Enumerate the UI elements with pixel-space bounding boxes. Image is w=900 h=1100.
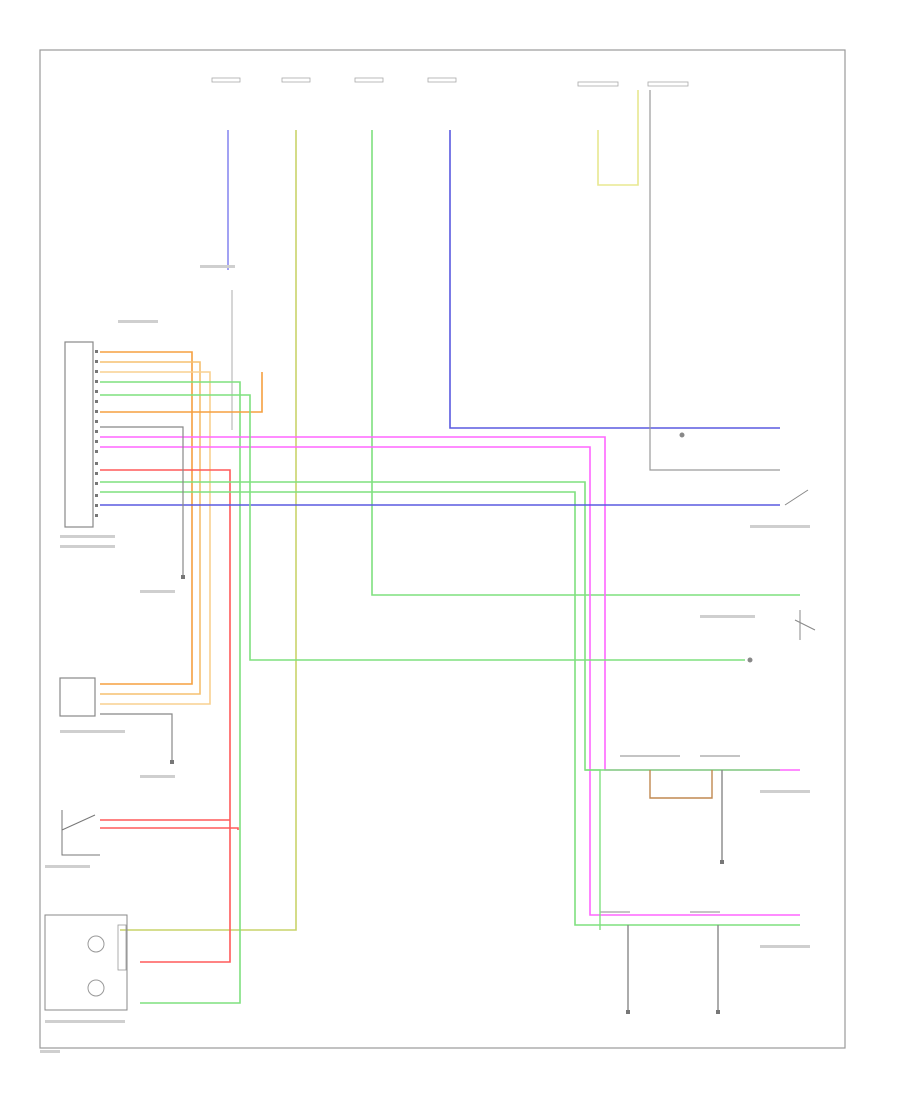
- control-unit-body: [64, 341, 94, 528]
- faint-label-marks: [40, 265, 810, 1053]
- right-components: [600, 432, 816, 913]
- vertical-feed-wires: [120, 90, 800, 931]
- fuse-source-2: [281, 77, 311, 83]
- label-mark: [140, 775, 175, 778]
- feed-wire-green: [371, 130, 800, 596]
- lower-right-harness: [585, 769, 723, 1010]
- label-mark: [760, 790, 810, 793]
- pressure-switch-body: [61, 810, 100, 856]
- wire-gray-ground: [100, 426, 184, 575]
- wire-magenta-2: [100, 446, 800, 916]
- feed-wire-olive: [120, 130, 297, 931]
- wire-orange-2: [100, 361, 201, 695]
- top-fuse-sources: [211, 77, 689, 87]
- cu-pin: [95, 494, 98, 497]
- cu-pin: [95, 450, 98, 453]
- cu-pin: [95, 514, 98, 517]
- control-unit: [64, 341, 98, 528]
- ground-symbol: [170, 760, 174, 764]
- cu-pin: [95, 504, 98, 507]
- pressure-switch-wire-red-2: [100, 827, 239, 830]
- wire-green-4: [100, 394, 745, 661]
- cu-pin: [95, 420, 98, 423]
- ground-symbols: [170, 575, 724, 1014]
- harness-brown: [649, 770, 713, 799]
- feed-wire-blue: [449, 130, 780, 429]
- wire-red-1: [100, 469, 231, 963]
- label-mark: [700, 615, 755, 618]
- cu-pin: [95, 430, 98, 433]
- wire-green-1: [100, 381, 241, 1004]
- fuse-source-3: [354, 77, 384, 83]
- cu-pin: [95, 482, 98, 485]
- cu-pin: [95, 350, 98, 353]
- label-mark: [60, 730, 125, 733]
- label-mark: [750, 525, 810, 528]
- control-unit-wires: [100, 351, 800, 1004]
- cu-pin: [95, 390, 98, 393]
- wire-orange-4: [100, 372, 263, 413]
- cu-pin: [95, 410, 98, 413]
- ground-symbol: [716, 1010, 720, 1014]
- cu-pin: [95, 440, 98, 443]
- pressure-switch: [61, 810, 239, 856]
- cu-pin: [95, 370, 98, 373]
- label-mark: [140, 590, 175, 593]
- label-mark: [45, 1020, 125, 1023]
- wire-green-3: [100, 491, 800, 926]
- cluster-connector: [117, 924, 127, 971]
- gauge-2: [87, 979, 105, 997]
- cu-pin: [95, 462, 98, 465]
- wire-magenta-1: [100, 436, 800, 771]
- cu-pin: [95, 360, 98, 363]
- instrument-cluster-body: [44, 914, 128, 1011]
- label-mark: [60, 535, 115, 538]
- diagram-border: [39, 49, 846, 1049]
- fuse-source-1: [211, 77, 241, 83]
- label-mark: [60, 545, 115, 548]
- connector-dot-1: [679, 432, 685, 438]
- label-mark: [45, 865, 90, 868]
- sensor-block: [59, 677, 173, 760]
- wire-orange-3: [100, 371, 211, 705]
- control-unit-pins: [95, 350, 98, 517]
- fuse-source-5: [577, 81, 619, 87]
- feed-wire-yellow-loop: [597, 90, 639, 186]
- label-mark: [760, 945, 810, 948]
- wire-green-2: [100, 481, 780, 771]
- label-mark: [200, 265, 235, 268]
- cu-pin: [95, 400, 98, 403]
- sensor-ground-wire: [100, 713, 173, 760]
- sensor-block-body: [59, 677, 96, 717]
- ground-symbol: [626, 1010, 630, 1014]
- gauge-1: [87, 935, 105, 953]
- ground-symbol: [720, 860, 724, 864]
- cu-pin: [95, 472, 98, 475]
- fuse-source-6: [647, 81, 689, 87]
- wire-orange-1: [100, 351, 193, 685]
- cu-pin: [95, 380, 98, 383]
- label-mark: [118, 320, 158, 323]
- instrument-cluster: [44, 914, 128, 1011]
- connector-dot-2: [747, 657, 753, 663]
- fuse-source-4: [427, 77, 457, 83]
- switch-symbol-2: [794, 610, 816, 640]
- ground-symbol: [181, 575, 185, 579]
- green-loop-right: [585, 769, 601, 930]
- feed-wire-gray: [649, 90, 780, 471]
- label-mark: [40, 1050, 60, 1053]
- switch-symbol-1: [784, 489, 809, 506]
